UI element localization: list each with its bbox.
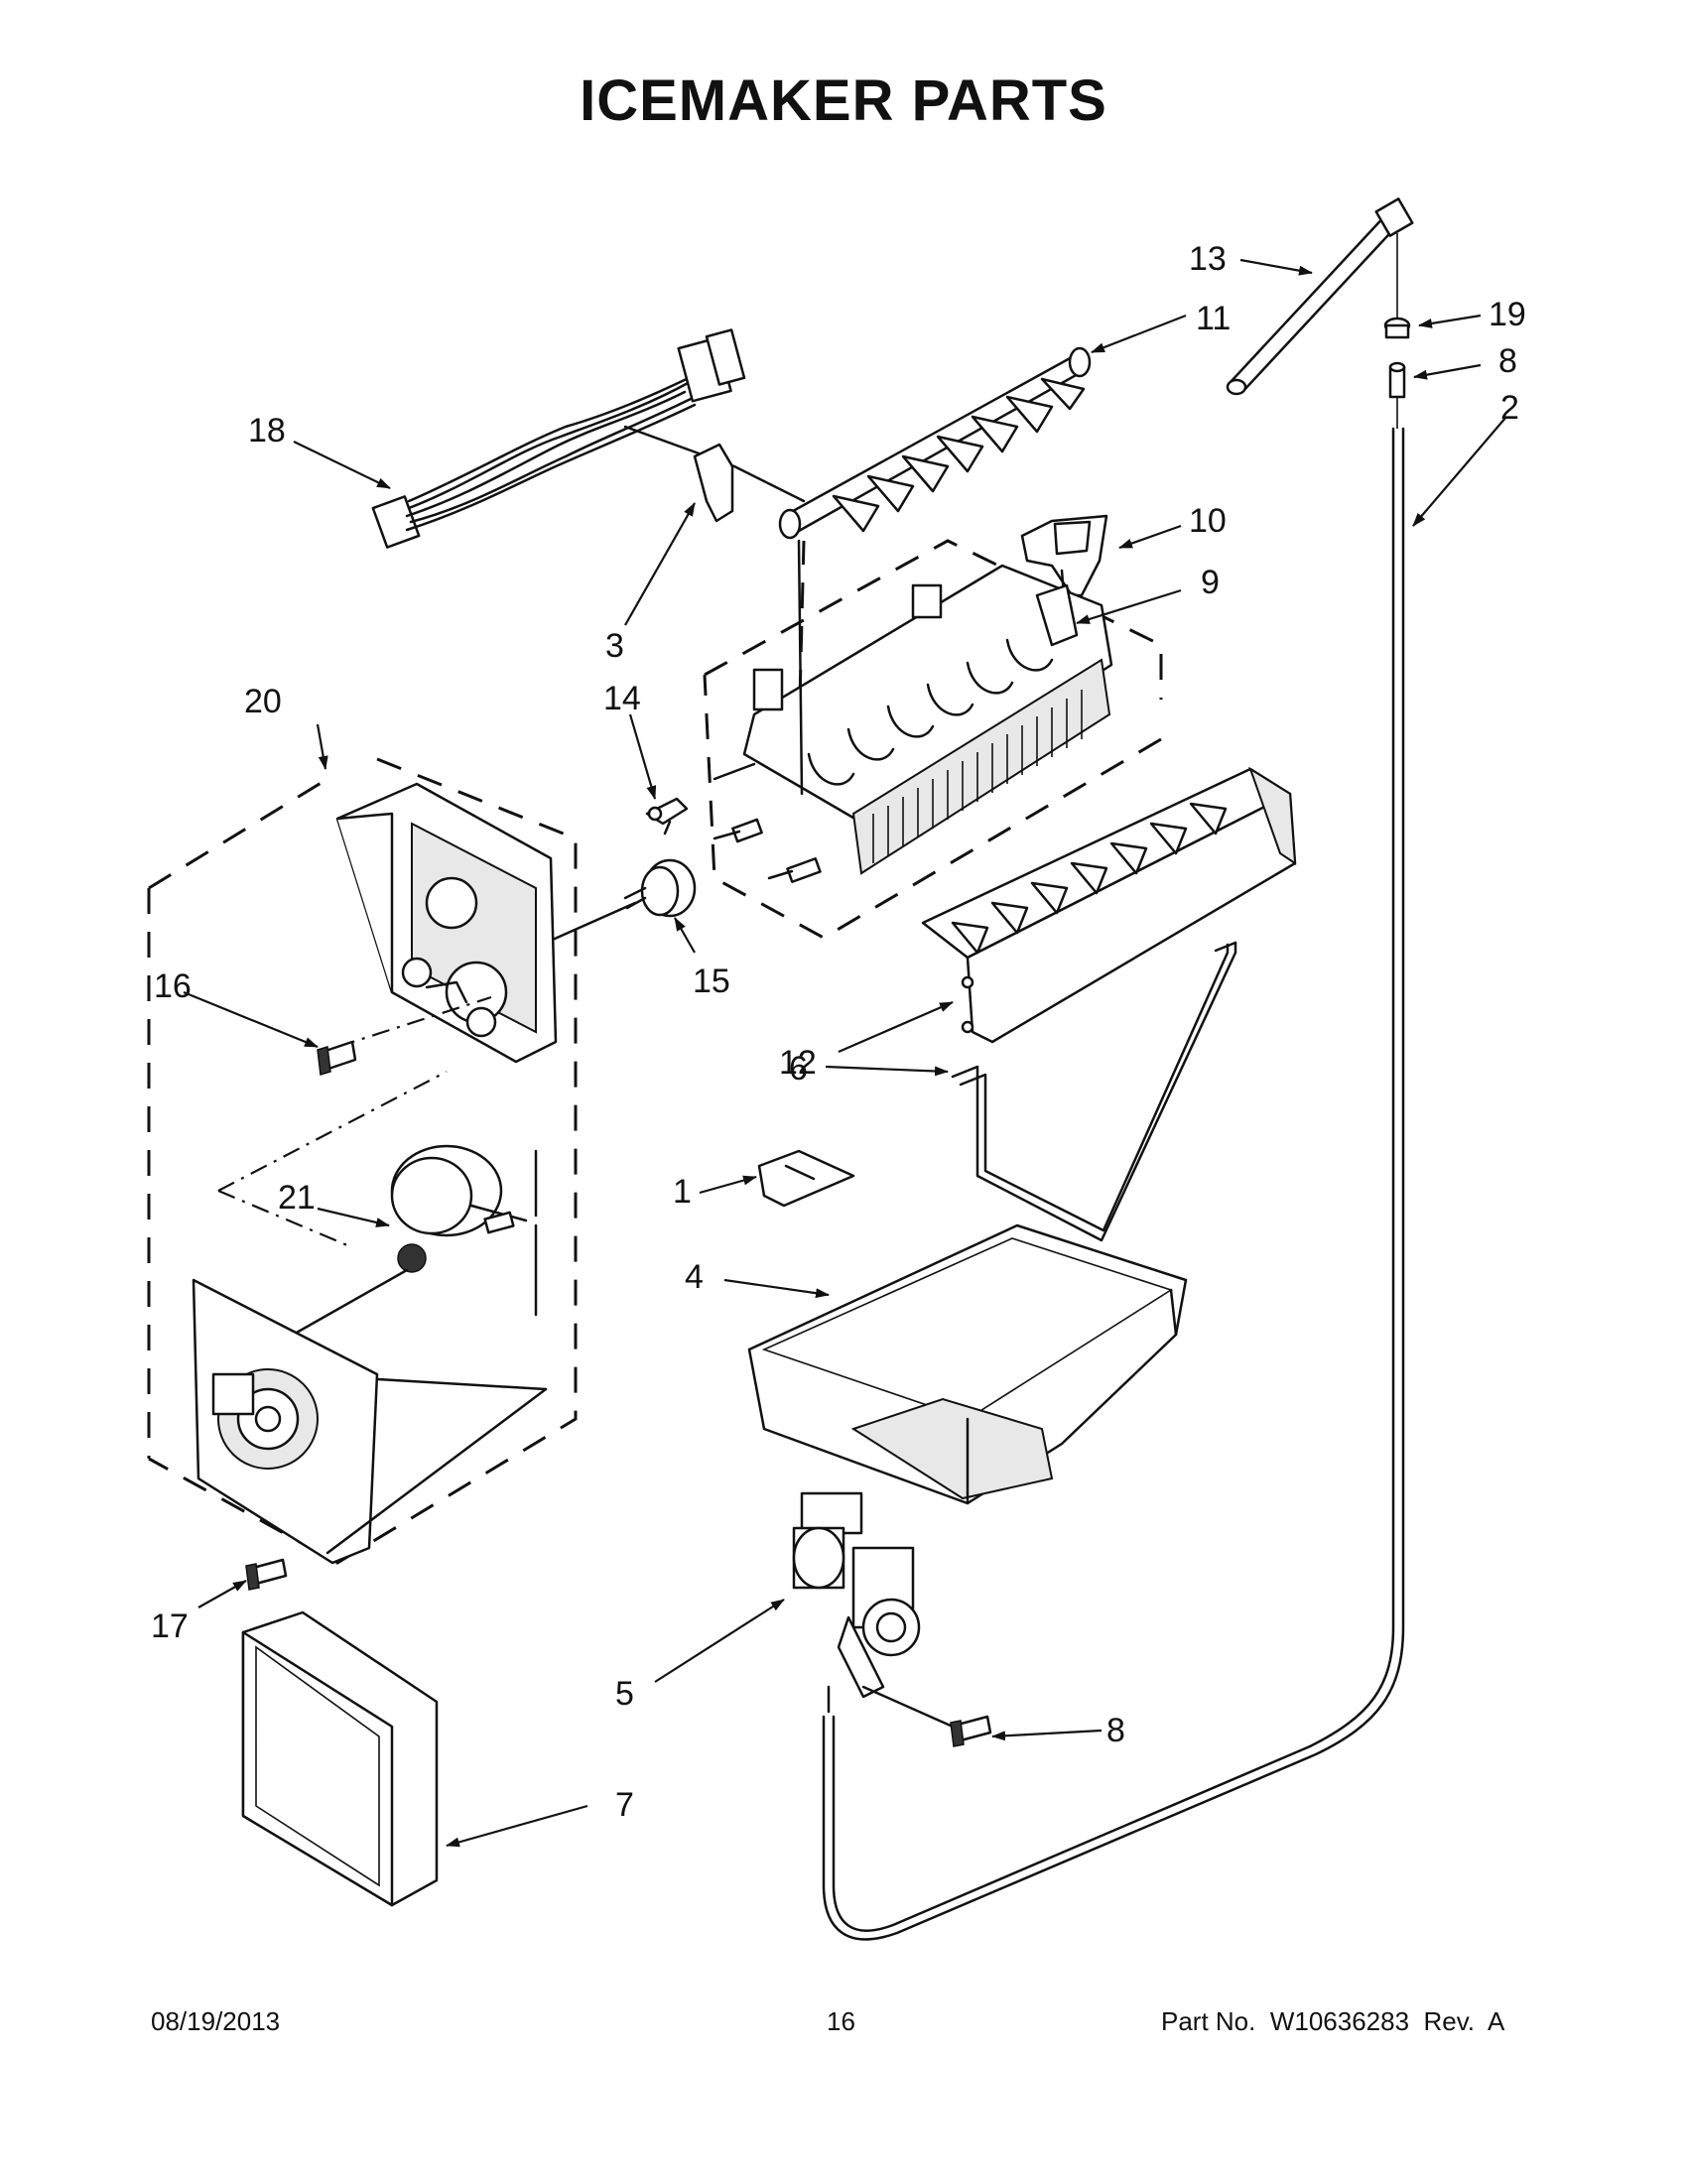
callout-8-top: 8	[1498, 342, 1517, 380]
callout-3: 3	[605, 627, 624, 665]
mounting-bracket	[1020, 514, 1108, 597]
clip	[693, 443, 806, 523]
control-module-group	[147, 757, 578, 1565]
callout-14: 14	[603, 680, 641, 717]
callout-16: 16	[154, 967, 192, 1005]
motor	[217, 1071, 538, 1356]
water-tube-assembly	[822, 233, 1411, 1941]
bail-arm	[951, 941, 1237, 1242]
screw-17	[245, 1558, 288, 1591]
mold-pins	[713, 762, 822, 883]
callout-15: 15	[693, 963, 730, 1000]
callout-10: 10	[1189, 502, 1227, 540]
callout-labels: 13 11 19 8 2 18 10 9 3 14 20 15 16 12 6 …	[151, 240, 1526, 1824]
callout-21: 21	[278, 1179, 316, 1217]
footer-part-number: Part No. W10636283 Rev. A	[1161, 2006, 1505, 2036]
ice-mold-group	[703, 539, 1163, 940]
ice-stripper	[921, 766, 1297, 1044]
callout-19: 19	[1489, 296, 1526, 333]
callout-17: 17	[151, 1607, 189, 1645]
callout-11: 11	[1196, 300, 1231, 337]
callout-1: 1	[673, 1173, 692, 1211]
footer-date: 08/19/2013	[151, 2006, 281, 2036]
callout-18: 18	[248, 412, 286, 450]
wire-harness	[371, 328, 746, 549]
callout-6: 6	[789, 1050, 808, 1088]
footer-page-number: 16	[827, 2006, 855, 2036]
callout-8-bottom: 8	[1106, 1712, 1125, 1749]
callout-13: 13	[1189, 240, 1227, 278]
small-clip	[645, 797, 689, 835]
ejector	[778, 346, 1092, 540]
leader-arrows	[183, 258, 1507, 1848]
fill-tube	[1226, 197, 1414, 396]
small-bracket	[757, 1149, 855, 1208]
cover	[241, 1610, 439, 1907]
screw-16	[317, 995, 492, 1076]
page-title: ICEMAKER PARTS	[580, 68, 1107, 133]
callout-20: 20	[244, 683, 282, 720]
water-valve	[792, 1491, 955, 1729]
callout-9: 9	[1201, 564, 1220, 601]
module-plate	[192, 1278, 548, 1565]
callout-5: 5	[615, 1675, 634, 1713]
thermostat	[544, 858, 697, 945]
callout-2: 2	[1500, 389, 1519, 427]
callout-4: 4	[685, 1258, 704, 1296]
callout-12: 12	[779, 1044, 817, 1082]
ice-bin	[747, 1223, 1188, 1505]
screw-8-bottom	[950, 1715, 992, 1747]
callout-7: 7	[615, 1786, 634, 1824]
